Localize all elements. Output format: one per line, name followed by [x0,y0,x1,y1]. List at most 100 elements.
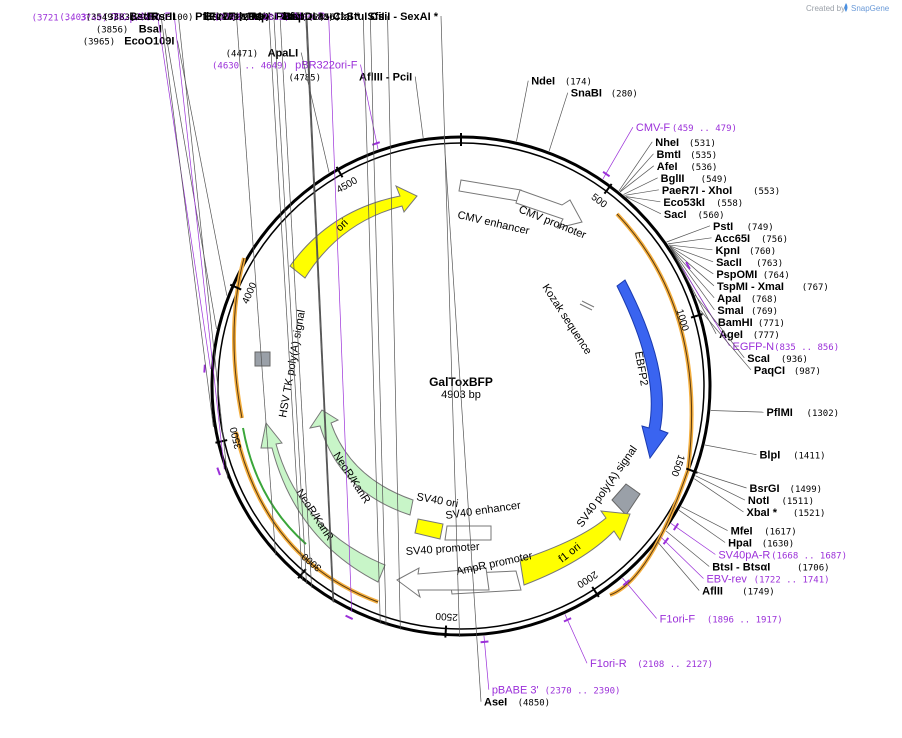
site-name: BlpI [759,450,780,462]
site-name: SacI [664,209,687,221]
feature-neor-1 [308,409,414,516]
site-position: (2867) [238,13,271,23]
site-name: PflFI - Tth111I [195,11,266,23]
site-name: BtsI - BtsαI [712,562,770,574]
site-position: (1521) [793,509,826,519]
snapgene-brand: SnapGene [851,4,890,13]
leader-line [625,196,662,215]
site-position: (2868) [237,13,270,23]
leader-line [164,28,217,330]
site-position: (1706) [797,564,830,574]
leader-line [440,15,460,638]
primer-name: SV40pA-R [718,550,770,562]
site-name: PflMI [767,407,793,419]
site-position: (536) [690,163,717,173]
leader-line [602,126,634,180]
leader-line [678,510,726,543]
leader-line [624,189,659,196]
site-name: PluTI [276,11,303,23]
primer-name: CMV-F [636,122,671,134]
leader-line [548,92,569,152]
site-position: (769) [751,307,778,317]
primer-mark [216,467,221,476]
site-name: PstI [713,221,733,233]
leader-line [666,225,711,243]
leader-line [657,541,700,591]
site-position: (1511) [782,497,815,507]
leader-line [516,80,529,142]
site-position: (763) [756,259,783,269]
feature-cmv-promoter [515,189,583,229]
primer-mark [602,171,611,178]
site-name: NdeI [531,76,555,88]
primer-range: (1896 .. 1917) [707,616,783,626]
leader-line [669,246,715,287]
feature-f1-ori [519,510,631,586]
site-name: MscI [253,11,277,23]
primer-mark [685,261,691,270]
site-name: Eco53kI [663,197,705,209]
site-name: BsrGI [750,483,780,495]
site-position: (3856) [96,26,129,36]
leader-line [443,135,482,702]
site-position: (2870) [230,13,263,23]
site-name: KpnI [715,245,739,257]
site-name: SacII [716,257,742,269]
primer-range: (1668 .. 1687) [771,552,847,562]
leader-line [300,52,330,173]
site-name: XbaI * [746,507,777,519]
feature-label-kozak: Kozak sequence [539,282,593,357]
feature-label-hsv-tk: HSV TK poly(A) signal [277,309,308,419]
site-position: (4785) [288,74,321,84]
primer-name: TK-pA-R [112,12,155,24]
site-position: (3549) [86,13,119,23]
leader-line [305,15,334,602]
site-name: Acc65I [715,233,750,245]
leader-line [700,310,752,371]
ruler-tick-2000 [591,586,600,598]
site-position: (987) [794,367,821,377]
site-position: (549) [701,175,728,185]
ruler-label: 4500 [335,175,360,196]
leader-line [362,15,381,624]
site-name: BsrDI [204,11,233,23]
primer-track-green [242,427,307,545]
site-name: NotI [748,495,769,507]
leader-line [564,614,588,664]
site-name: SfiI [367,11,384,23]
leader-line [619,153,654,192]
primer-range: (835 .. 856) [774,343,839,353]
leader-line [665,530,710,567]
feature-label-sv40-promoter: SV40 promoter [405,541,480,558]
leader-line [694,294,745,359]
leader-line [268,15,303,581]
site-position: (2969) [205,13,238,23]
site-name: NarI [282,11,303,23]
leader-line [160,15,214,428]
site-position: (2949) [211,13,244,23]
site-name: PspOMI [716,269,757,281]
ruler-label: 3000 [300,550,324,573]
ruler-tick-4500 [335,166,344,178]
primer-range: (2370 .. 2390) [545,687,621,697]
leader-line [625,196,661,203]
site-name: FspI [248,11,271,23]
primer-mark [203,364,206,373]
snapgene-logo-icon [844,3,848,12]
primer-name: F1ori-R [590,658,627,670]
site-position: (767) [802,283,829,293]
created-by-text: Created by [806,4,845,13]
primer-mark [345,614,354,620]
site-name: ApaLI [268,48,299,60]
site-position: (756) [761,235,788,245]
site-name: AflII [702,586,723,598]
leader-line [695,475,746,501]
site-name: SfoI [283,11,304,23]
ruler-tick-2500 [444,625,448,638]
site-position: (4850) [518,699,551,709]
primer-range: (3403 .. 3422) [59,13,135,23]
feature-ebfp2 [616,279,669,460]
site-position: (2642) [318,13,351,23]
site-labels: NdeI(174)SnaBI(280)CMV-F(459 .. 479)NheI… [32,11,847,709]
